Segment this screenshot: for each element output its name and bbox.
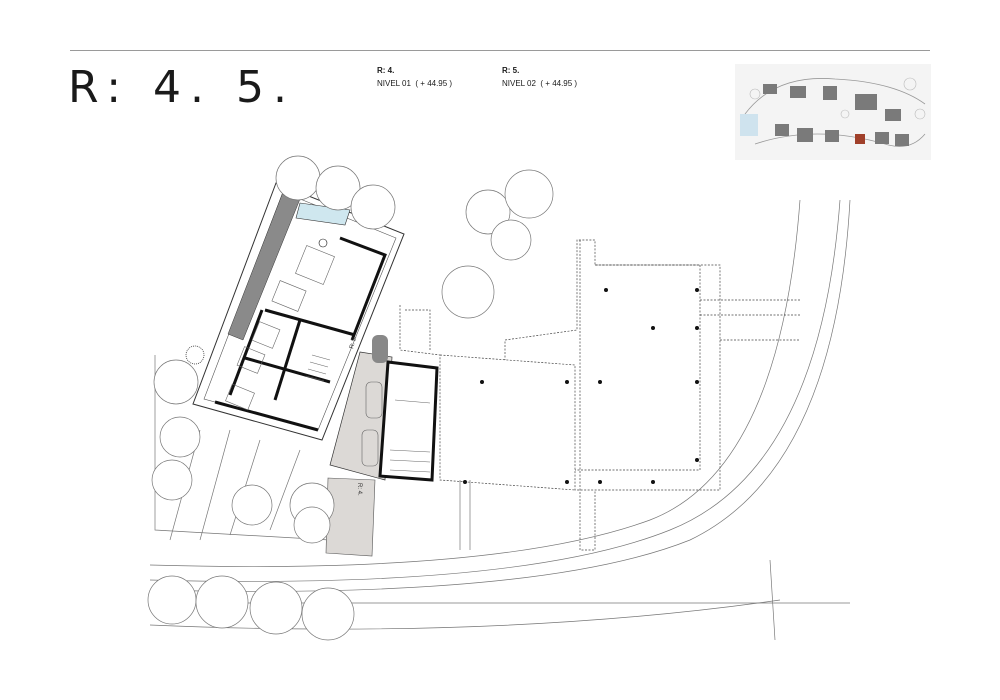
access-ramp <box>325 477 376 557</box>
level-info-r5: R: 5. NIVEL 02 ( + 44.95 ) <box>502 64 577 90</box>
palm-tree-icon <box>185 345 205 365</box>
level-elevation: ( + 44.95 ) <box>415 79 453 88</box>
planter <box>372 335 388 363</box>
page-title: R: 4. 5. <box>68 62 296 113</box>
road-lines <box>149 199 851 641</box>
car-icon <box>365 381 383 419</box>
plan-label-r4: R: 4. <box>356 483 362 496</box>
level-code: R: 5. <box>502 66 520 75</box>
level-elevation: ( + 44.95 ) <box>540 79 578 88</box>
level-info-r4: R: 4. NIVEL 01 ( + 44.95 ) <box>377 64 452 90</box>
neighbor-building-outline <box>399 239 800 551</box>
service-block <box>378 360 439 482</box>
level-label: NIVEL 02 <box>502 79 536 88</box>
keymap-highlight <box>855 134 865 144</box>
plan-label-r5: R: 5. <box>349 335 358 349</box>
car-icon <box>361 429 379 467</box>
header-rule <box>70 50 930 51</box>
structural-columns <box>463 288 699 484</box>
level-code: R: 4. <box>377 66 395 75</box>
trees <box>147 155 554 641</box>
site-keymap <box>735 64 931 160</box>
house-walls <box>214 236 387 432</box>
level-label: NIVEL 01 <box>377 79 411 88</box>
